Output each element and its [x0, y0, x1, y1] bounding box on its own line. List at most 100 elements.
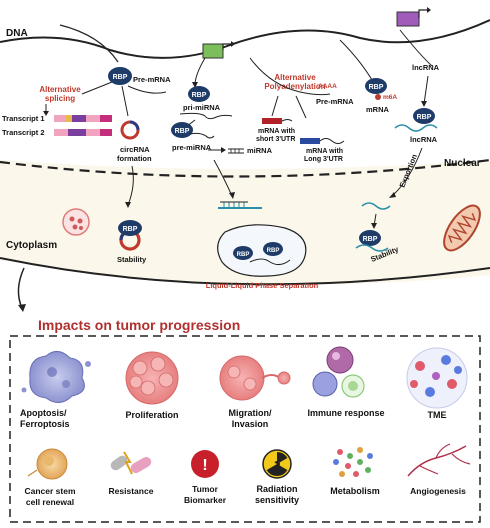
pri-mirna-strand [179, 112, 233, 120]
rbp-blob [171, 122, 193, 138]
impacts-title: Impacts on tumor progression [38, 317, 240, 333]
rbp-blob [118, 220, 142, 236]
rbp-label: RBP [237, 252, 250, 258]
cytoplasm-label: Cytoplasm [6, 240, 57, 251]
rbp-label: RBP [267, 248, 280, 254]
rbp-label: RBP [417, 114, 432, 121]
vesicle-dot [77, 218, 83, 224]
arrowhead-icon [229, 192, 235, 199]
rbp-label: RBP [363, 236, 378, 243]
impacts-box [9, 335, 481, 523]
mirna-label: miRNA [247, 146, 273, 155]
rbp-blob [365, 78, 387, 94]
impact-label-radiation-2: sensitivity [255, 495, 299, 505]
impact-label-immune: Immune response [307, 408, 384, 418]
impact-label-apoptosis-2: Ferroptosis [20, 419, 70, 429]
vesicle-dot [69, 216, 75, 222]
impact-label-angiogenesis: Angiogenesis [410, 486, 466, 496]
llps-label: Liquid-Liquid Phase Separation [206, 281, 319, 290]
rbp-blob [108, 67, 132, 85]
polya-tail-label: AAAA [318, 83, 337, 90]
apoptosis-cell-icon [21, 351, 91, 403]
rna-strand [399, 29, 433, 67]
rbp-blob [263, 242, 283, 256]
transcript1-bar [54, 115, 112, 122]
dna-strand [0, 19, 490, 59]
lncrna-strand [394, 124, 438, 132]
impact-label-migration-1: Migration/ [229, 408, 272, 418]
resistance-pills-icon [110, 451, 152, 475]
stem-cell-icon [27, 448, 68, 480]
rna-strand [127, 85, 167, 94]
lncrna-top-label: lncRNA [412, 63, 440, 72]
arrow-line [423, 75, 429, 105]
arrowhead-icon [221, 147, 226, 153]
impact-label-proliferation: Proliferation [125, 410, 178, 420]
rbp-blob [188, 86, 210, 102]
svg-text:!: ! [202, 457, 207, 474]
alt-poly-label-1: Alternative [274, 73, 316, 82]
biomarker-alert-icon: ! [191, 450, 219, 478]
impact-label-metabolism: Metabolism [330, 486, 380, 496]
impact-label-stem-1: Cancer stem [24, 486, 75, 496]
arrowhead-icon [125, 202, 131, 208]
mirna-duplex-icon [228, 148, 244, 154]
short-utr-label-2: short 3'UTR [256, 136, 295, 143]
vesicle-icon [62, 208, 90, 236]
transcript1-label: Transcript 1 [2, 114, 45, 123]
long-utr-label-1: mRNA with [306, 148, 343, 155]
rbp-label: RBP [192, 92, 207, 99]
pre-mrna-left-strand [59, 24, 119, 63]
arrow-line [194, 57, 206, 86]
impact-label-biomarker-2: Biomarker [184, 495, 227, 505]
impact-label-apoptosis-1: Apoptosis/ [20, 408, 67, 418]
long-utr-mrna-icon [300, 138, 345, 144]
lncrna-strand [355, 244, 389, 252]
rna-strand [339, 39, 373, 81]
m6a-label: m6A [383, 94, 397, 101]
arrow-line [127, 165, 134, 206]
dna-label: DNA [6, 28, 28, 39]
pri-mirna-label: pri-miRNA [183, 103, 221, 112]
arrow-line [121, 85, 129, 117]
lncrna-strand [361, 202, 391, 210]
transcript2-bar [54, 129, 112, 136]
gene-box-green [202, 43, 224, 59]
rbp-blob [359, 230, 381, 246]
impact-label-tme: TME [428, 410, 447, 420]
immune-cells-icon [312, 346, 365, 398]
mitochondrion-icon [443, 204, 481, 252]
alt-splicing-label-2: splicing [45, 94, 75, 103]
arrow-line [81, 81, 113, 95]
short-utr-mrna-icon [262, 118, 293, 124]
circrna-label-2: formation [117, 154, 152, 163]
arrowhead-icon [427, 7, 431, 13]
pre-mrna-left-label: Pre-mRNA [133, 75, 171, 84]
short-utr-label-1: mRNA with [258, 128, 295, 135]
nuclear-envelope [0, 158, 490, 178]
migration-cells-icon [219, 355, 291, 401]
export-arrow-line [391, 147, 423, 197]
gene-box-purple [396, 11, 420, 27]
impact-label-migration-2: Invasion [232, 419, 269, 429]
impact-label-stem-2: cell renewal [26, 497, 74, 507]
tme-tissue-icon [406, 347, 468, 409]
arrowhead-icon [43, 111, 49, 116]
promoter-arrow-green [222, 43, 234, 50]
vesicle-dot [72, 224, 78, 230]
mrna-label: mRNA [366, 105, 390, 114]
circrna-label-1: circRNA [120, 145, 150, 154]
circrna-ring-segment [129, 120, 140, 131]
vesicle-dot [79, 226, 83, 230]
transcript2-label: Transcript 2 [2, 128, 45, 137]
alt-poly-label-2: Polyadenylation [264, 82, 325, 91]
rbp-blob [233, 246, 253, 260]
rbp-label: RBP [123, 226, 138, 233]
metabolism-dots-icon [333, 447, 373, 477]
arrow-line [271, 95, 279, 117]
llps-droplet [217, 224, 307, 277]
long-utr-label-2: Long 3'UTR [304, 156, 343, 163]
alt-splicing-label-1: Alternative [39, 85, 81, 94]
arrowhead-icon [421, 101, 427, 107]
